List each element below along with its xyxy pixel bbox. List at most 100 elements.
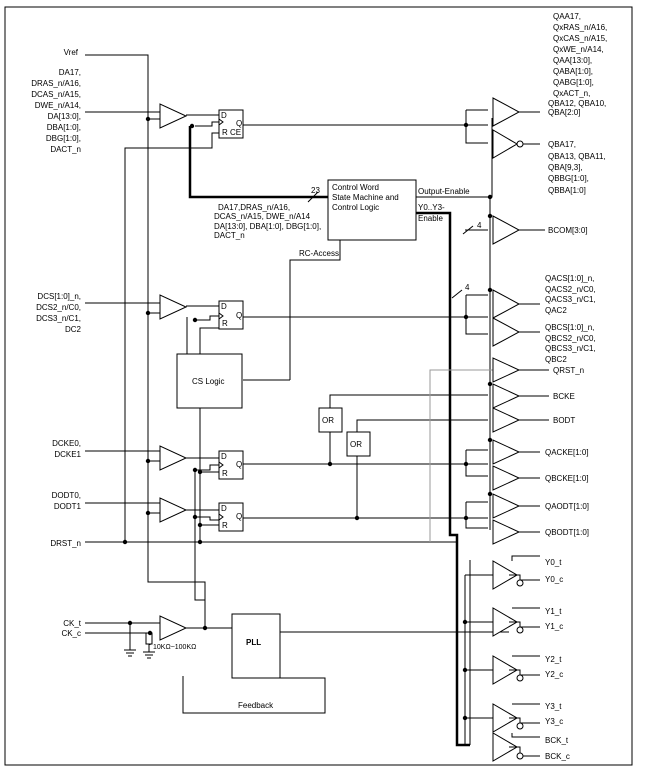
ck-input-buffer xyxy=(159,615,188,641)
qb-output-buffer xyxy=(492,129,540,159)
qa-label-2: QxCAS_n/A15, xyxy=(553,34,607,43)
addr-ff-d: D xyxy=(221,111,227,120)
y2-clock-driver xyxy=(492,655,540,685)
pll-label: PLL xyxy=(246,638,261,647)
qrst-label: QRST_n xyxy=(553,366,584,375)
bcom-label: BCOM[3:0] xyxy=(548,226,588,235)
feedback-label: Feedback xyxy=(238,701,274,710)
qacs-label-1: QACS2_n/C0, xyxy=(545,285,596,294)
qb-label-3: QBBG[1:0], xyxy=(548,174,589,183)
qbcke-output-buffer xyxy=(492,465,540,491)
addr-label-7: DACT_n xyxy=(50,145,81,154)
qbodt-output-buffer xyxy=(492,519,540,545)
cke-input-labels: DCKE0, DCKE1 xyxy=(52,439,81,459)
qbodt-label: QBODT[1:0] xyxy=(545,528,589,537)
control-title-1: State Machine and xyxy=(332,193,399,202)
qbcs-label-3: QBC2 xyxy=(545,355,567,364)
odt-label-0: DODT0, xyxy=(52,491,81,500)
drst-label: DRST_n xyxy=(50,539,81,548)
bck-clock-driver xyxy=(492,732,540,762)
qbcs-label-0: QBCS[1:0]_n, xyxy=(545,323,594,332)
cke-label-0: DCKE0, xyxy=(52,439,81,448)
y0-t-label: Y0_t xyxy=(545,558,562,567)
junction-dots xyxy=(122,116,493,721)
qa-label-3: QxWE_n/A14, xyxy=(553,45,604,54)
qa-label-1: QxRAS_n/A16, xyxy=(553,23,607,32)
cs-flipflop: D Q R xyxy=(218,300,244,330)
y2-t-label: Y2_t xyxy=(545,655,562,664)
cke-ff-r: R xyxy=(222,469,228,478)
cs-logic-label: CS Logic xyxy=(192,377,224,386)
or-gate-2-label: OR xyxy=(350,440,362,449)
y1-clock-driver xyxy=(492,607,540,637)
qb-label-2: QBA[9,3], xyxy=(548,163,583,172)
qb-label-4: QBBA[1:0] xyxy=(548,186,586,195)
output-enable-label: Output-Enable xyxy=(418,187,470,196)
qacs-label-2: QACS3_n/C1, xyxy=(545,295,596,304)
addr-label-0: DA17, xyxy=(59,68,81,77)
bck-c-label: BCK_c xyxy=(545,752,570,761)
qb-label-1: QBA13, QBA11, xyxy=(548,152,606,161)
clock-output-labels: Y0_t Y0_c Y1_t Y1_c Y2_t Y2_c Y3_t Y3_c … xyxy=(545,558,570,761)
ck-c-label: CK_c xyxy=(61,629,81,638)
addr-label-3: DWE_n/A14, xyxy=(35,101,81,110)
qa-label-0: QAA17, xyxy=(553,12,581,21)
addr-ff-ce: CE xyxy=(230,128,241,137)
odt-input-labels: DODT0, DODT1 xyxy=(52,491,82,511)
addr-label-2: DCAS_n/A15, xyxy=(31,90,81,99)
addr-label-5: DBA[1:0], xyxy=(47,123,81,132)
qbcs-label-2: QBCS3_n/C1, xyxy=(545,344,596,353)
cs-logic-block xyxy=(176,353,243,409)
qaodt-label: QAODT[1:0] xyxy=(545,502,589,511)
resistor-label: 10KΩ~100KΩ xyxy=(153,644,196,651)
diagram-frame xyxy=(4,6,633,766)
qacs-output-buffer xyxy=(492,289,540,319)
addr-ff-q: Q xyxy=(236,119,242,128)
cs-input-labels: DCS[1:0]_n, DCS2_n/C0, DCS3_n/C1, DC2 xyxy=(36,292,81,334)
odt-flipflop: D Q R xyxy=(218,502,244,532)
qa-label-8: QBA12, QBA10, xyxy=(548,99,606,108)
qbcs-output-labels: QBCS[1:0]_n, QBCS2_n/C0, QBCS3_n/C1, QBC… xyxy=(545,323,596,364)
cs-ff-r: R xyxy=(222,319,228,328)
addr-label-4: DA[13:0], xyxy=(48,112,81,121)
cke-ff-q: Q xyxy=(236,460,242,469)
control-word-block xyxy=(327,179,417,241)
control-in-1: DCAS_n/A15, DWE_n/A14 xyxy=(214,212,311,221)
y2-c-label: Y2_c xyxy=(545,670,563,679)
cs-input-buffer xyxy=(159,294,188,320)
qrst-output-buffer xyxy=(492,357,549,383)
control-in-2: DA[13:0], DBA[1:0], DBG[1:0], xyxy=(214,222,321,231)
qa-label-5: QABA[1:0], xyxy=(553,67,593,76)
qacs-output-labels: QACS[1:0]_n, QACS2_n/C0, QACS3_n/C1, QAC… xyxy=(545,274,596,315)
qbcke-label: QBCKE[1:0] xyxy=(545,474,589,483)
control-title-2: Control Logic xyxy=(332,203,379,212)
or-gate-1-label: OR xyxy=(322,416,334,425)
qa-label-9: QBA[2:0] xyxy=(548,108,580,117)
cs-label-3: DC2 xyxy=(65,325,82,334)
qa-output-labels: QAA17, QxRAS_n/A16, QxCAS_n/A15, QxWE_n/… xyxy=(548,12,607,117)
cke-ff-d: D xyxy=(221,452,227,461)
cke-label-1: DCKE1 xyxy=(54,450,81,459)
bcom-output-buffer xyxy=(492,215,545,245)
qbcs-label-1: QBCS2_n/C0, xyxy=(545,334,596,343)
cs-label-1: DCS2_n/C0, xyxy=(36,303,81,312)
control-in-3: DACT_n xyxy=(214,231,245,240)
cs-ff-d: D xyxy=(221,302,227,311)
qa-label-4: QAA[13:0], xyxy=(553,56,592,65)
cke-flipflop: D Q R xyxy=(218,450,244,480)
control-input-labels: DA17,DRAS_n/A16, DCAS_n/A15, DWE_n/A14 D… xyxy=(214,203,321,240)
bus-width-4b: 4 xyxy=(465,283,470,292)
addr-flipflop: D Q R CE xyxy=(218,109,244,139)
qacke-label: QACKE[1:0] xyxy=(545,448,589,457)
addr-label-1: DRAS_n/A16, xyxy=(31,79,81,88)
bcke-label: BCKE xyxy=(553,392,575,401)
qacke-output-buffer xyxy=(492,439,540,465)
addr-input-labels: DA17, DRAS_n/A16, DCAS_n/A15, DWE_n/A14,… xyxy=(31,68,81,154)
bus-width-23: 23 xyxy=(311,186,320,195)
control-title-0: Control Word xyxy=(332,183,379,192)
bus-width-4a: 4 xyxy=(477,221,482,230)
y0-c-label: Y0_c xyxy=(545,575,563,584)
odt-ff-d: D xyxy=(221,504,227,513)
qacs-label-3: QAC2 xyxy=(545,306,567,315)
